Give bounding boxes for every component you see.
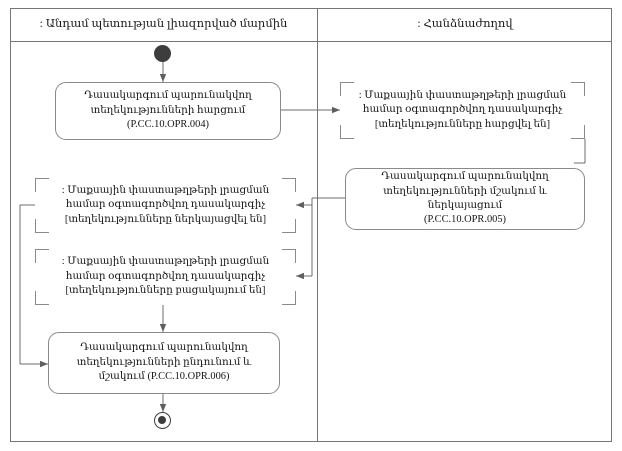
bracket-corner-br [282, 291, 296, 305]
object-node-information-absent-label: : Մաքսային փաստաթղթերի լրացման համար օգտ… [61, 256, 270, 297]
bracket-corner-br [571, 125, 585, 139]
bracket-corner-tl [35, 249, 49, 263]
bracket-corner-tr [571, 82, 585, 96]
bracket-corner-tl [35, 178, 49, 192]
action-node-process-and-present-label: Դասակարգում պարունակվող տեղեկությունների… [381, 171, 549, 226]
object-node-information-requested-label: : Մաքսային փաստաթղթերի լրացման համար օգտ… [358, 89, 567, 130]
object-node-information-presented[interactable]: : Մաքսային փաստաթղթերի լրացման համար օգտ… [35, 178, 296, 233]
swimlane-header-commission: : Հանձնաժողով [417, 18, 513, 30]
bracket-corner-tl [340, 82, 354, 96]
bracket-corner-tr [282, 249, 296, 263]
bracket-corner-bl [35, 291, 49, 305]
action-node-process-and-present[interactable]: Դասակարգում պարունակվող տեղեկությունների… [345, 168, 585, 230]
bracket-corner-bl [35, 219, 49, 233]
object-node-information-absent[interactable]: : Մաքսային փաստաթղթերի լրացման համար օգտ… [35, 249, 296, 305]
bracket-corner-tr [282, 178, 296, 192]
swimlane-header-member-state-authority: : Անդամ պետության լիազորված մարմին [39, 18, 288, 30]
swimlane-divider [317, 8, 318, 442]
bracket-corner-bl [340, 125, 354, 139]
object-node-information-requested[interactable]: : Մաքսային փաստաթղթերի լրացման համար օգտ… [340, 82, 585, 139]
initial-node [154, 45, 171, 62]
object-node-information-presented-label: : Մաքսային փաստաթղթերի լրացման համար օգտ… [61, 184, 270, 225]
bracket-corner-br [282, 219, 296, 233]
action-node-receive-and-process[interactable]: Դասակարգում պարունակվող տեղեկությունների… [48, 332, 280, 394]
final-node [154, 412, 171, 429]
action-node-request-information[interactable]: Դասակարգում պարունակվող տեղեկությունների… [55, 82, 281, 140]
lane-header-divider [10, 41, 612, 42]
action-node-receive-and-process-label: Դասակարգում պարունակվող տեղեկությունների… [76, 342, 252, 383]
action-node-request-information-label: Դասակարգում պարունակվող տեղեկությունների… [84, 90, 252, 131]
